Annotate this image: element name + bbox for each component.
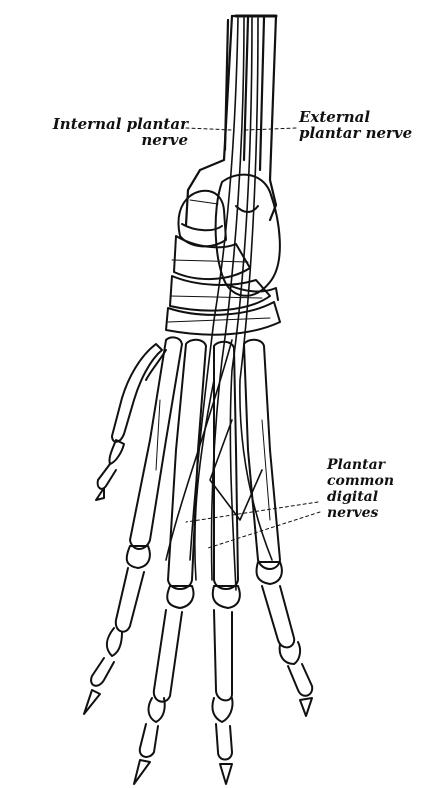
label-plantar-common-digital-nerves: Plantar common digital nerves — [327, 457, 394, 521]
leader-digital-2 — [208, 512, 320, 548]
digit-5 — [257, 562, 313, 716]
digit-2 — [84, 546, 150, 714]
label-internal-line-2: nerve — [8, 132, 188, 148]
label-external-line-2: plantar nerve — [299, 125, 412, 141]
label-internal-line-1: Internal plantar — [8, 116, 188, 132]
digit-4 — [212, 586, 239, 784]
label-digital-line-1: Plantar — [327, 457, 394, 473]
digit-3 — [134, 586, 194, 784]
label-internal-plantar-nerve: Internal plantar nerve — [8, 116, 188, 148]
metatarsals — [130, 337, 280, 589]
label-digital-line-3: digital — [327, 489, 394, 505]
label-external-line-1: External — [299, 109, 412, 125]
label-digital-line-4: nerves — [327, 505, 394, 521]
label-digital-line-2: common — [327, 473, 394, 489]
leg-bones — [186, 16, 276, 225]
label-external-plantar-nerve: External plantar nerve — [299, 109, 412, 141]
